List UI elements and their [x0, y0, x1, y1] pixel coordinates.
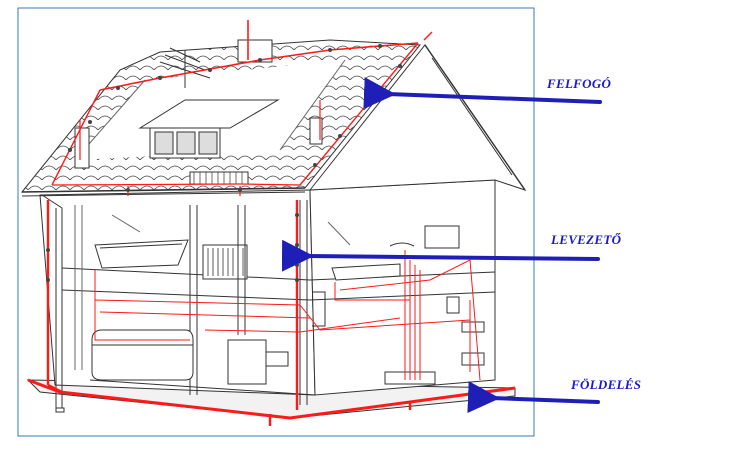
dormer-window-icon — [138, 99, 280, 159]
label-felfogo: FELFOGÓ — [547, 76, 612, 91]
label-levezeto: LEVEZETŐ — [551, 232, 622, 247]
label-foldeles: FÖLDELÉS — [571, 377, 642, 392]
shower-head-icon — [327, 221, 351, 246]
arrow-levezeto — [281, 239, 600, 272]
rain-downpipe — [41, 194, 63, 410]
boiler-icon — [227, 339, 289, 385]
earthing-ring — [27, 378, 516, 420]
radiator-icon — [202, 244, 248, 280]
arrow-foldeles — [467, 381, 600, 414]
tv-antenna-icon — [159, 47, 211, 88]
chimney-icon — [74, 39, 323, 169]
sink-icon — [94, 214, 189, 269]
foundation — [26, 379, 516, 419]
arrow-felfogo — [363, 77, 602, 110]
callout-arrows — [281, 77, 602, 414]
house-drawing — [20, 39, 527, 419]
water-tank-icon — [91, 329, 194, 381]
